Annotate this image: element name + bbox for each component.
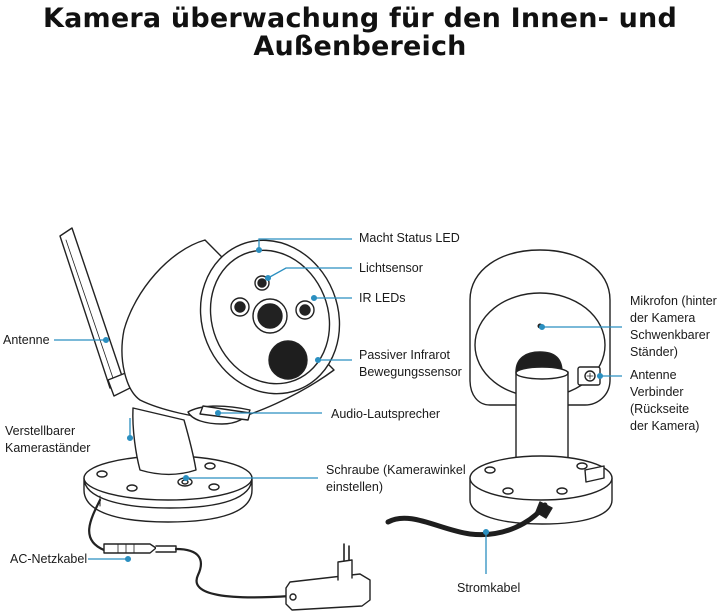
label-mic-line3: Schwenkbarer (630, 328, 710, 342)
label-antenna-connector-line2: Verbinder (630, 385, 684, 399)
label-antenna-connector-line1: Antenne (630, 368, 677, 382)
camera-body-left (121, 239, 341, 425)
diagram-title-line2: Außenbereich (253, 31, 467, 62)
callout-lines (54, 238, 622, 574)
ac-cable (88, 498, 371, 611)
antenna-left (59, 227, 135, 397)
label-antenna: Antenne (3, 333, 50, 347)
label-status-led: Macht Status LED (359, 231, 460, 245)
label-ac-cable: AC-Netzkabel (10, 552, 88, 566)
power-cable (385, 501, 553, 538)
label-ir-leds: IR LEDs (359, 291, 406, 305)
label-mic-line2: der Kamera (630, 311, 696, 325)
label-power-cable: Stromkabel (457, 581, 521, 595)
label-mic-line1: Mikrofon (hinter (630, 294, 717, 308)
diagram-title-line1: Kamera überwachung für den Innen- und (42, 3, 677, 34)
label-light-sensor: Lichtsensor (359, 261, 423, 275)
label-stand-line2: Kameraständer (5, 441, 91, 455)
label-antenna-connector-line4: der Kamera) (630, 419, 700, 433)
label-pir-line2: Bewegungssensor (359, 365, 462, 379)
label-pir-line1: Passiver Infrarot (359, 348, 451, 362)
stand-right (469, 366, 613, 525)
label-stand-line1: Verstellbarer (5, 424, 76, 438)
label-antenna-connector-line3: (Rückseite (630, 402, 690, 416)
label-screw-line2: einstellen) (326, 480, 383, 494)
stand-left (83, 407, 253, 523)
label-audio-speaker: Audio-Lautsprecher (331, 407, 441, 421)
label-screw-line1: Schraube (Kamerawinkel (326, 463, 466, 477)
label-mic-line4: Ständer) (630, 345, 678, 359)
